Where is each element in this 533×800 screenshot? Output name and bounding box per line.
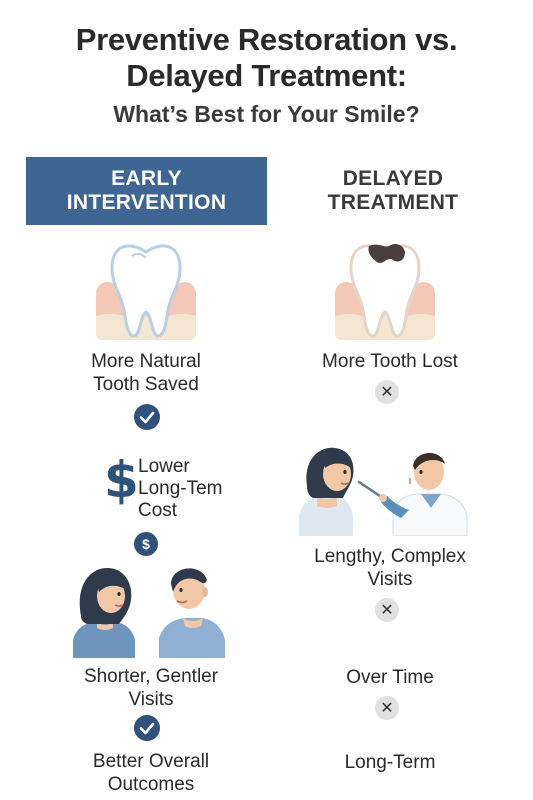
left-header-line-2: INTERVENTION — [66, 191, 227, 214]
x-icon: ✕ — [375, 598, 399, 622]
right-header-line-1: DELAYED — [342, 167, 444, 190]
outcomes-line-2: Outcomes — [107, 774, 195, 795]
over-time-label: Over Time — [346, 667, 434, 688]
title-line-1: Preventive Restoration vs. — [75, 22, 458, 57]
right-header-line-2: TREATMENT — [327, 191, 459, 214]
natural-tooth-saved-label: More Natural Tooth Saved — [60, 350, 232, 396]
dollar-badge-icon: $ — [134, 532, 158, 556]
decayed-tooth-icon — [335, 244, 435, 340]
dollar-icon: $ — [104, 451, 139, 509]
left-header-line-1: EARLY — [111, 167, 182, 190]
patient-dentist-illustration — [299, 447, 468, 536]
shorter-visits-label: Shorter, Gentler Visits — [56, 665, 246, 711]
outcomes-line-1: Better Overall — [92, 751, 210, 772]
lower-cost-label: Lower Long-Tem Cost — [138, 456, 223, 522]
lengthy-visits-line-2: Visits — [367, 569, 413, 590]
page-subtitle: What’s Best for Your Smile? — [113, 101, 420, 127]
early-intervention-header: EARLY INTERVENTION — [26, 157, 267, 225]
check-icon — [134, 404, 160, 430]
title-line-2: Delayed Treatment: — [126, 58, 407, 93]
better-outcomes-label: Better Overall Outcomes — [56, 750, 246, 796]
more-tooth-lost-label: More Tooth Lost — [322, 351, 458, 372]
two-people-illustration — [73, 568, 225, 658]
cost-line-1: Lower — [138, 456, 190, 477]
check-icon — [134, 715, 160, 741]
x-icon: ✕ — [375, 380, 399, 404]
natural-tooth-line-2: Tooth Saved — [93, 374, 199, 395]
shorter-visits-line-1: Shorter, Gentler — [83, 666, 219, 687]
cost-line-3: Cost — [138, 500, 178, 521]
natural-tooth-line-1: More Natural — [91, 351, 201, 372]
page-title: Preventive Restoration vs. Delayed Treat… — [0, 22, 533, 94]
shorter-visits-line-2: Visits — [128, 689, 174, 710]
healthy-tooth-icon — [96, 244, 196, 340]
long-term-label: Long-Term — [344, 752, 436, 773]
x-icon: ✕ — [375, 696, 399, 720]
delayed-treatment-header: DELAYED TREATMENT — [278, 157, 508, 225]
lengthy-visits-label: Lengthy, Complex Visits — [290, 545, 490, 591]
lengthy-visits-line-1: Lengthy, Complex — [314, 546, 466, 567]
cost-line-2: Long-Tem — [138, 478, 223, 499]
